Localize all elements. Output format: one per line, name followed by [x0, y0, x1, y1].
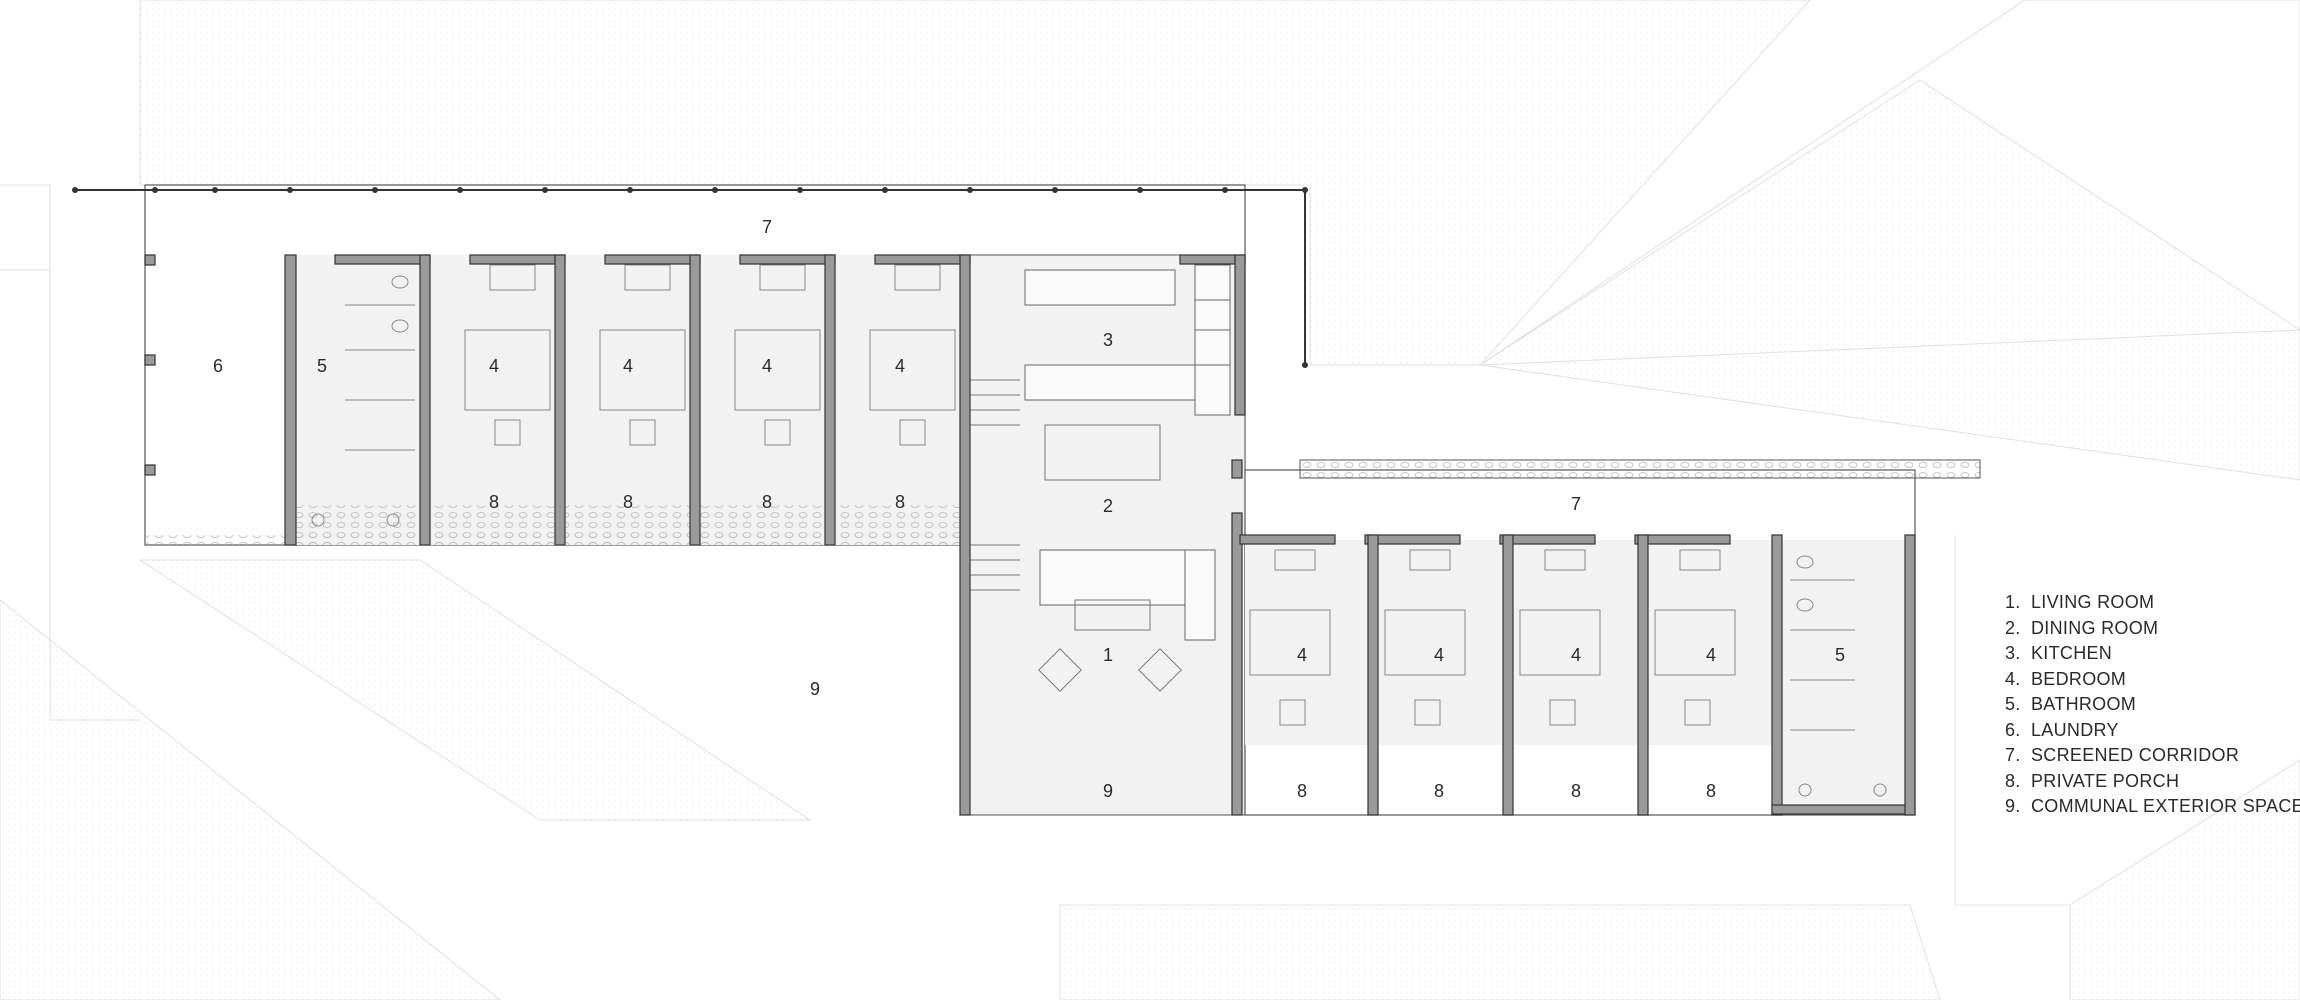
room-bed-l3: 4 [762, 356, 772, 376]
room-bed-r3: 4 [1571, 645, 1581, 665]
walls [144, 254, 1916, 816]
room-porch-r1: 8 [1297, 781, 1307, 801]
room-bath-right: 5 [1835, 645, 1845, 665]
room-laundry: 6 [213, 356, 223, 376]
legend-item: 4.BEDROOM [2005, 668, 2127, 689]
legend-item: 8.PRIVATE PORCH [2005, 770, 2180, 791]
room-corridor-right: 7 [1571, 494, 1581, 514]
right-wing [1244, 459, 1981, 816]
room-bath-left: 5 [317, 356, 327, 376]
room-dining: 2 [1103, 496, 1113, 516]
room-porch-r4: 8 [1706, 781, 1716, 801]
room-corridor-top: 7 [762, 217, 772, 237]
legend-item: 9.COMMUNAL EXTERIOR SPACE [2005, 796, 2300, 816]
room-porch-l1: 8 [489, 492, 499, 512]
legend-item: 7.SCREENED CORRIDOR [2005, 745, 2240, 765]
room-porch-l4: 8 [895, 492, 905, 512]
legend-item: 3.KITCHEN [2005, 643, 2113, 663]
room-porch-l2: 8 [623, 492, 633, 512]
room-bed-r1: 4 [1297, 645, 1307, 665]
room-bed-r2: 4 [1434, 645, 1444, 665]
room-bed-l2: 4 [623, 356, 633, 376]
room-bed-l4: 4 [895, 356, 905, 376]
legend-item: 2.DINING ROOM [2005, 617, 2159, 638]
room-living: 1 [1103, 645, 1113, 665]
room-porch-r2: 8 [1434, 781, 1444, 801]
central-core [964, 254, 1246, 816]
legend-item: 5.BATHROOM [2005, 694, 2137, 714]
bedroom-furniture [311, 264, 1887, 797]
room-exterior-left: 9 [810, 679, 820, 699]
legend-item: 1.LIVING ROOM [2005, 592, 2155, 612]
room-porch-l3: 8 [762, 492, 772, 512]
room-bed-l1: 4 [489, 356, 499, 376]
room-exterior-bottom: 9 [1103, 781, 1113, 801]
room-bed-r4: 4 [1706, 645, 1716, 665]
screen-posts [72, 187, 1308, 368]
room-kitchen: 3 [1103, 330, 1113, 350]
room-labels: 7 6 5 4 4 4 4 8 8 8 8 3 2 1 9 9 7 4 4 4 … [213, 217, 1845, 801]
legend-item: 6.LAUNDRY [2005, 719, 2119, 740]
room-legend: 1.LIVING ROOM 2.DINING ROOM 3.KITCHEN 4.… [2005, 590, 2300, 820]
room-porch-r3: 8 [1571, 781, 1581, 801]
